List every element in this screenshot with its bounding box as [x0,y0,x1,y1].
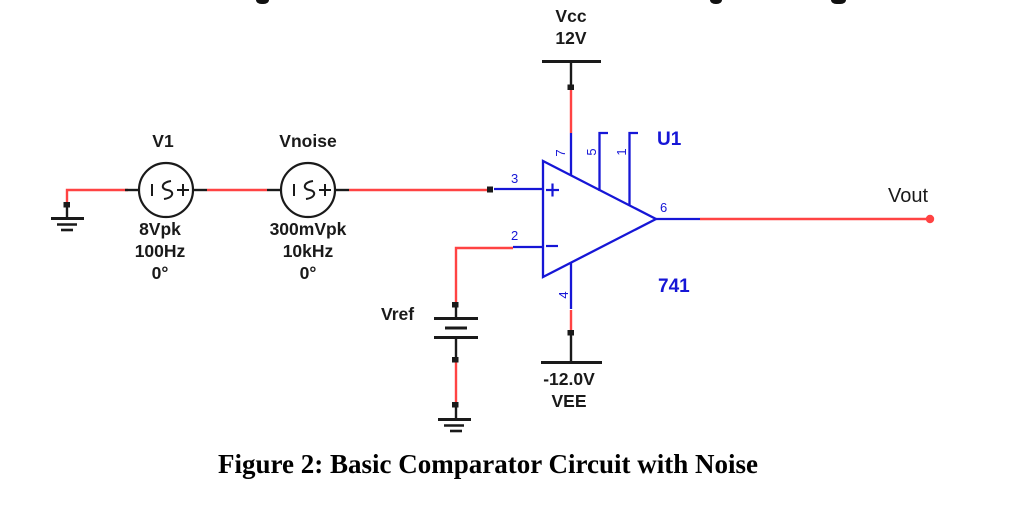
junction-ticks [63,84,574,408]
vnoise-name-label: Vnoise [279,131,337,151]
opamp-pins [494,131,700,309]
opamp-part-label: 741 [658,276,690,297]
junction-tick [452,357,459,363]
pin1-lead [628,131,638,206]
wire-vref-to-pin2 [454,246,513,304]
opamp-input-polarity [546,183,559,248]
v1-name-label: V1 [152,131,174,151]
vout-terminal-dot [925,214,935,224]
pin3-number: 3 [511,171,519,186]
vnoise-sine-mark [303,180,316,200]
junction-tick [63,202,70,208]
wire-gnd-to-v1 [65,188,128,205]
junction-tick [452,402,459,408]
vnoise-frequency-label: 10kHz [282,241,334,261]
vcc-value-label: 12V [555,28,587,48]
vref-battery-symbol [434,306,478,357]
v1-plus-mark [177,184,189,196]
opamp-symbol [494,131,700,309]
pin5-number: 5 [584,148,599,156]
v1-frequency-label: 100Hz [134,241,186,261]
vnoise-plus-mark [319,184,331,196]
pin6-number: 6 [660,200,668,215]
junction-tick [452,302,459,308]
terminal-stubs [125,62,573,362]
pin1-number: 1 [614,148,629,156]
pin2-number: 2 [511,228,519,243]
pin7-number: 7 [553,149,568,157]
vnoise-phase-label: 0° [299,263,317,283]
vout-label: Vout [888,185,929,207]
ground-symbol-left [51,206,84,232]
cropped-text-fragment [831,0,846,4]
v1-source-symbol [137,161,195,219]
cropped-text-fragment [710,0,722,4]
vee-value-label: -12.0V [543,369,595,389]
opamp-designator-label: U1 [657,129,682,150]
vee-name-label: VEE [551,391,587,411]
v1-amplitude-label: 8Vpk [139,219,181,239]
vnoise-amplitude-label: 300mVpk [269,219,347,239]
cropped-text-fragment [256,0,269,4]
v1-sine-mark [161,180,174,200]
v1-phase-label: 0° [151,263,169,283]
figure-caption: Figure 2: Basic Comparator Circuit with … [218,449,758,479]
vnoise-source-symbol [279,161,337,219]
vref-name-label: Vref [381,304,415,324]
junction-tick [567,330,574,336]
vcc-name-label: Vcc [555,6,587,26]
ground-symbol-vref [438,406,471,433]
junction-tick [567,84,574,90]
junction-tick [487,186,493,193]
wire-net [65,89,929,405]
pin4-number: 4 [556,291,571,299]
pin5-lead [598,131,608,191]
